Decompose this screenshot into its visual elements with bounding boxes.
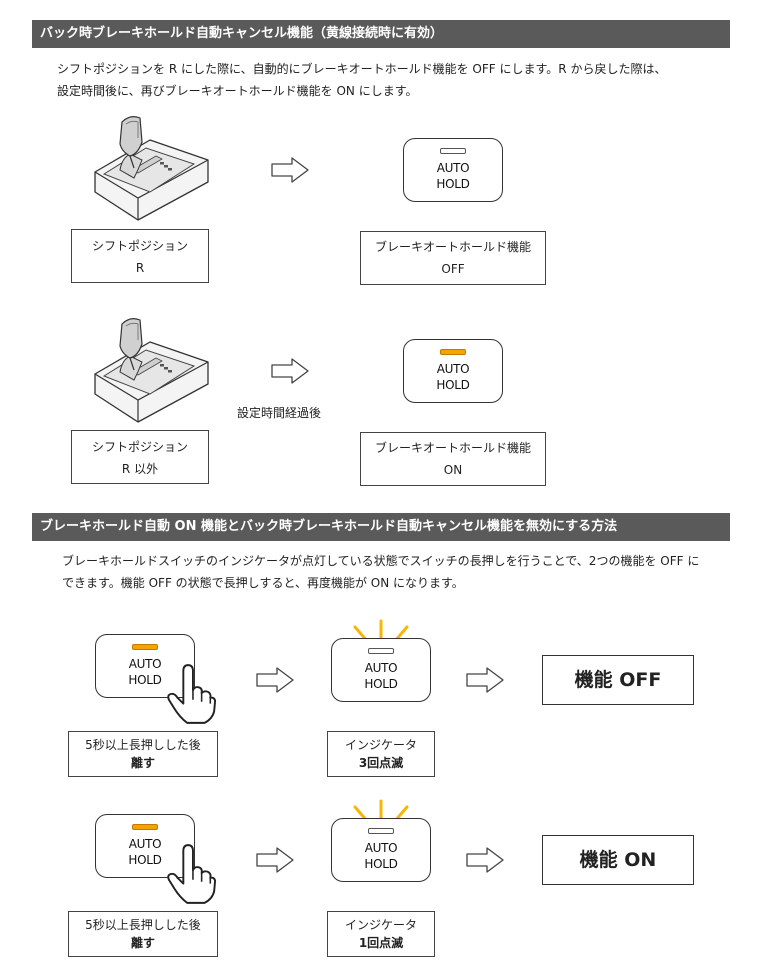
auto-hold-label: AUTO HOLD xyxy=(332,840,430,872)
section1-header: バック時ブレーキホールド自動キャンセル機能（黄線接続時に有効） xyxy=(32,20,730,48)
action-step-line2: 離す xyxy=(130,936,155,950)
pressing-hand-icon xyxy=(167,664,217,724)
brake-hold-status-value: ON xyxy=(443,463,463,477)
gear-shifter-icon xyxy=(94,116,209,221)
indicator-light-on xyxy=(440,349,466,355)
action-step-line2: 離す xyxy=(130,756,155,770)
brake-hold-status-label: ブレーキオートホールド機能 xyxy=(374,240,531,254)
shift-position-label: シフトポジション xyxy=(91,440,188,454)
auto-hold-label: AUTO HOLD xyxy=(404,160,502,192)
section1-desc-line1: シフトポジションを R にした際に、自動的にブレーキオートホールド機能を OFF… xyxy=(57,62,667,76)
action-step-box: 5秒以上長押しした後 離す xyxy=(68,911,218,957)
auto-hold-button: AUTO HOLD xyxy=(403,138,503,202)
indicator-light-on xyxy=(132,824,158,830)
auto-hold-button: AUTO HOLD xyxy=(95,634,195,698)
section2-description: ブレーキホールドスイッチのインジケータが点灯している状態でスイッチの長押しを行う… xyxy=(62,550,699,594)
section2-desc-line2: できます。機能 OFF の状態で長押しすると、再度機能が ON になります。 xyxy=(62,576,464,590)
shift-position-box: シフトポジション R 以外 xyxy=(71,430,209,484)
auto-hold-button: AUTO HOLD xyxy=(331,638,431,702)
button-text-hold: HOLD xyxy=(128,673,162,687)
right-arrow-icon xyxy=(256,847,294,873)
button-text-hold: HOLD xyxy=(128,853,162,867)
brake-hold-status-value: OFF xyxy=(441,262,465,276)
button-text-auto: AUTO xyxy=(436,161,470,175)
indicator-light-off xyxy=(440,148,466,154)
button-text-auto: AUTO xyxy=(436,362,470,376)
button-text-hold: HOLD xyxy=(364,857,398,871)
brake-hold-status-box: ブレーキオートホールド機能 ON xyxy=(360,432,546,486)
action-step-line1: 5秒以上長押しした後 xyxy=(85,918,201,932)
right-arrow-icon xyxy=(256,667,294,693)
shift-position-label: シフトポジション xyxy=(91,239,188,253)
shift-position-value: R xyxy=(135,261,145,275)
delay-note: 設定時間経過後 xyxy=(237,406,322,420)
indicator-light-blinking xyxy=(368,828,394,834)
button-text-hold: HOLD xyxy=(436,378,470,392)
button-text-auto: AUTO xyxy=(364,841,398,855)
indicator-step-line2: 3回点滅 xyxy=(358,756,404,770)
auto-hold-label: AUTO HOLD xyxy=(96,836,194,868)
button-text-auto: AUTO xyxy=(128,837,162,851)
auto-hold-label: AUTO HOLD xyxy=(96,656,194,688)
gear-shifter-icon xyxy=(94,318,209,423)
indicator-step-line1: インジケータ xyxy=(344,738,417,752)
indicator-step-box: インジケータ 3回点滅 xyxy=(327,731,435,777)
result-function-off: 機能 OFF xyxy=(542,655,694,705)
right-arrow-icon xyxy=(271,157,309,183)
action-step-line1: 5秒以上長押しした後 xyxy=(85,738,201,752)
indicator-light-on xyxy=(132,644,158,650)
section1-description: シフトポジションを R にした際に、自動的にブレーキオートホールド機能を OFF… xyxy=(57,58,666,102)
section2-desc-line1: ブレーキホールドスイッチのインジケータが点灯している状態でスイッチの長押しを行う… xyxy=(62,554,700,568)
shift-position-box: シフトポジション R xyxy=(71,229,209,283)
auto-hold-button: AUTO HOLD xyxy=(95,814,195,878)
brake-hold-status-box: ブレーキオートホールド機能 OFF xyxy=(360,231,546,285)
indicator-step-box: インジケータ 1回点滅 xyxy=(327,911,435,957)
result-function-on: 機能 ON xyxy=(542,835,694,885)
shift-position-value: R 以外 xyxy=(121,462,159,476)
section2-header: ブレーキホールド自動 ON 機能とバック時ブレーキホールド自動キャンセル機能を無… xyxy=(32,513,730,541)
button-text-auto: AUTO xyxy=(128,657,162,671)
action-step-box: 5秒以上長押しした後 離す xyxy=(68,731,218,777)
indicator-step-line2: 1回点滅 xyxy=(358,936,404,950)
indicator-step-line1: インジケータ xyxy=(344,918,417,932)
right-arrow-icon xyxy=(271,358,309,384)
button-text-hold: HOLD xyxy=(436,177,470,191)
pressing-hand-icon xyxy=(167,844,217,904)
section1-desc-line2: 設定時間後に、再びブレーキオートホールド機能を ON にします。 xyxy=(57,84,418,98)
right-arrow-icon xyxy=(466,667,504,693)
brake-hold-status-label: ブレーキオートホールド機能 xyxy=(374,441,531,455)
indicator-light-blinking xyxy=(368,648,394,654)
auto-hold-button: AUTO HOLD xyxy=(331,818,431,882)
button-text-hold: HOLD xyxy=(364,677,398,691)
auto-hold-button: AUTO HOLD xyxy=(403,339,503,403)
right-arrow-icon xyxy=(466,847,504,873)
auto-hold-label: AUTO HOLD xyxy=(332,660,430,692)
auto-hold-label: AUTO HOLD xyxy=(404,361,502,393)
button-text-auto: AUTO xyxy=(364,661,398,675)
